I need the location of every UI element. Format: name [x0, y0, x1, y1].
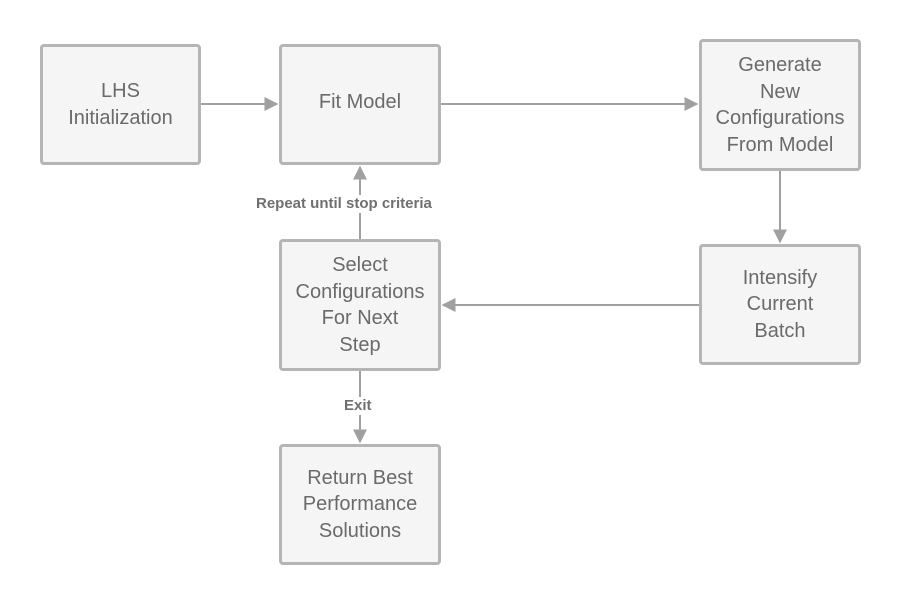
node-label: Fit Model [318, 91, 402, 114]
node-return-best-solutions: Return Best Performance Solutions [279, 444, 441, 565]
edge-label-exit: Exit [342, 397, 374, 415]
node-fit-model: Fit Model [279, 44, 441, 165]
node-generate-configurations: Generate New Configurations From Model [699, 39, 861, 171]
node-label: Select Configurations For Next Step [295, 254, 425, 356]
node-label: Return Best Performance Solutions [302, 466, 418, 542]
edge-label-repeat: Repeat until stop criteria [254, 195, 434, 213]
node-label: Intensify Current Batch [742, 266, 818, 342]
node-intensify-current-batch: Intensify Current Batch [699, 244, 861, 365]
node-select-configurations: Select Configurations For Next Step [279, 239, 441, 371]
node-label: Generate New Configurations From Model [715, 54, 845, 156]
node-label: LHS Initialization [68, 80, 173, 129]
node-lhs-initialization: LHS Initialization [40, 44, 201, 165]
